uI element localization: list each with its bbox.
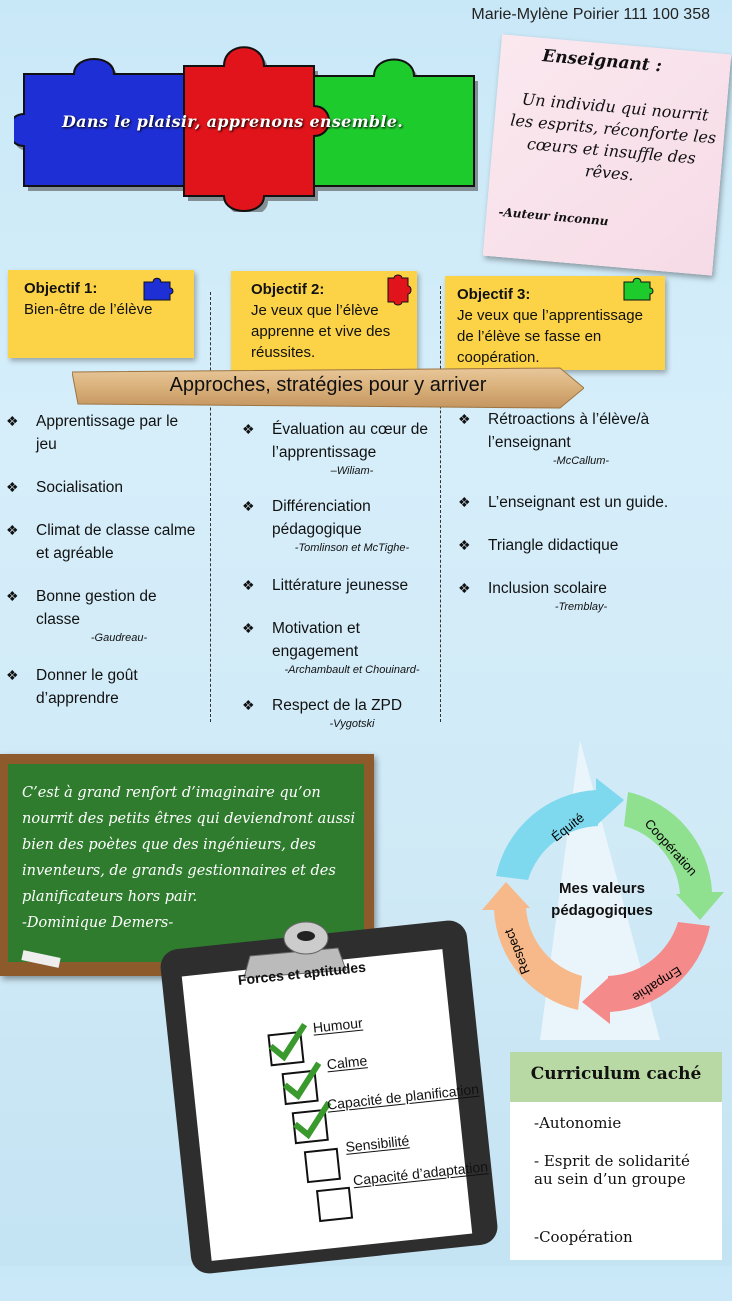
author-name: Marie-Mylène Poirier 111 100 358 [471, 6, 710, 23]
list-item: ❖ Apprentissage par le jeu [6, 410, 202, 456]
citation: -Tremblay- [554, 601, 608, 613]
bullet-icon: ❖ [458, 411, 471, 427]
puzzle-piece-icon [623, 277, 654, 301]
list-item: ❖ Différenciation pédagogique -Tomlinson e… [242, 495, 432, 556]
item-text: Socialisation [36, 479, 124, 496]
arrow-cooperation [624, 792, 724, 920]
list-item: ❖ Évaluation au cœur de l’apprentissage –W… [242, 418, 432, 479]
item-text: L’enseignant est un guide. [488, 494, 669, 511]
curriculum-card: -Autonomie - Esprit de solidarité au sei… [510, 1102, 722, 1260]
chalkboard-quote: C’est à grand renfort d’imaginaire qu’on… [22, 780, 362, 936]
puzzle-piece-icon [143, 277, 174, 301]
item-text: Rétroactions à l’élève/à l’enseignant [488, 411, 650, 451]
list-item: ❖ Respect de la ZPD -Vygotski [242, 694, 432, 732]
values-center-label: Mes valeurs pédagogiques [551, 880, 653, 919]
list-item: ❖ Socialisation [6, 476, 202, 499]
citation: -Tomlinson et McTighe- [294, 542, 410, 554]
item-text: Évaluation au cœur de l’apprentissage [272, 421, 428, 461]
objective-title: Objectif 1: [24, 280, 98, 297]
values-cycle-diagram: Équité Coopération Empathie Respect [482, 778, 724, 1024]
puzzle-banner [14, 46, 478, 212]
citation: -Archambault et Chouinard- [284, 664, 420, 676]
approaches-title: Approches, stratégies pour y arriver [169, 374, 487, 396]
list-item: ❖ Donner le goût d’apprendre [6, 664, 202, 710]
column-divider [440, 286, 441, 722]
column-divider [210, 292, 211, 722]
strategy-list-1: ❖ Apprentissage par le jeu ❖ Socialisation… [6, 410, 202, 730]
list-item: ❖ Littérature jeunesse [242, 574, 432, 597]
objective-text: Je veux que l’apprentissage de l’élève s… [457, 307, 643, 366]
item-text: Climat de classe calme et agréable [36, 522, 196, 562]
bullet-icon: ❖ [6, 522, 19, 538]
bullet-icon: ❖ [242, 421, 255, 437]
citation: –Wiliam- [330, 465, 374, 477]
bullet-icon: ❖ [242, 577, 255, 593]
bullet-icon: ❖ [6, 479, 19, 495]
objective-title: Objectif 2: [251, 281, 325, 298]
strategy-list-3: ❖ Rétroactions à l’élève/à l’enseignant -M… [458, 408, 674, 635]
item-text: Différenciation pédagogique [272, 498, 371, 538]
arrow-respect [482, 882, 582, 1010]
curriculum-item: -Autonomie [534, 1114, 622, 1132]
citation: -Vygotski [329, 718, 375, 730]
puzzle-piece-icon [387, 274, 412, 306]
curriculum-item: -Coopération [534, 1228, 633, 1246]
clipboard-clip-icon [243, 921, 347, 979]
list-item: ❖ Triangle didactique [458, 534, 674, 557]
bullet-icon: ❖ [242, 498, 255, 514]
citation: -McCallum- [552, 455, 610, 467]
item-text: Donner le goût d’apprendre [36, 667, 138, 707]
list-item: ❖ Inclusion scolaire -Tremblay- [458, 577, 674, 615]
curriculum-title: Curriculum caché [510, 1052, 722, 1102]
bullet-icon: ❖ [458, 537, 471, 553]
quote-note: Enseignant : Un individu qui nourrit les… [482, 34, 732, 276]
quote-source: -Auteur inconnu [498, 204, 610, 229]
bullet-icon: ❖ [242, 620, 255, 636]
bullet-icon: ❖ [6, 667, 19, 683]
item-text: Bonne gestion de classe [36, 588, 157, 628]
item-text: Respect de la ZPD [272, 697, 403, 714]
quote-title: Enseignant : [541, 46, 663, 77]
arrow-empathie [582, 922, 710, 1024]
list-item: ❖ Climat de classe calme et agréable [6, 519, 202, 565]
citation: -Gaudreau- [90, 632, 148, 644]
bullet-icon: ❖ [458, 494, 471, 510]
objective-text: Bien-être de l’élève [24, 301, 153, 318]
puzzle-piece-green [313, 58, 475, 187]
chalkboard-text: C’est à grand renfort d’imaginaire qu’on… [22, 785, 356, 905]
list-item: ❖ L’enseignant est un guide. [458, 491, 674, 514]
bullet-icon: ❖ [6, 413, 19, 429]
list-item: ❖ Motivation et engagement -Archambault et… [242, 617, 432, 678]
wood-plank [72, 367, 584, 409]
curriculum-item: - Esprit de solidarité au sein d’un grou… [534, 1152, 690, 1188]
bullet-icon: ❖ [6, 588, 19, 604]
item-text: Inclusion scolaire [488, 580, 607, 597]
clipboard-paper [181, 949, 473, 1261]
arrow-equite [496, 778, 624, 880]
chalkboard-source: -Dominique Demers- [22, 915, 174, 931]
banner-title: Dans le plaisir, apprenons ensemble. [62, 112, 404, 131]
objective-2-note: Objectif 2: Je veux que l’élève apprenne… [231, 271, 417, 371]
list-item: ❖ Rétroactions à l’élève/à l’enseignant -M… [458, 408, 674, 469]
quote-body: Un individu qui nourrit les esprits, réc… [509, 89, 717, 185]
item-text: Littérature jeunesse [272, 577, 409, 594]
objective-text: Je veux que l’élève apprenne et vive des… [251, 302, 391, 361]
objective-title: Objectif 3: [457, 286, 531, 303]
bullet-icon: ❖ [242, 697, 255, 713]
item-text: Triangle didactique [488, 537, 619, 554]
item-text: Apprentissage par le jeu [36, 413, 179, 453]
strategy-list-2: ❖ Évaluation au cœur de l’apprentissage –W… [242, 418, 432, 752]
bullet-icon: ❖ [458, 580, 471, 596]
item-text: Motivation et engagement [272, 620, 360, 660]
list-item: ❖ Bonne gestion de classe -Gaudreau- [6, 585, 202, 646]
